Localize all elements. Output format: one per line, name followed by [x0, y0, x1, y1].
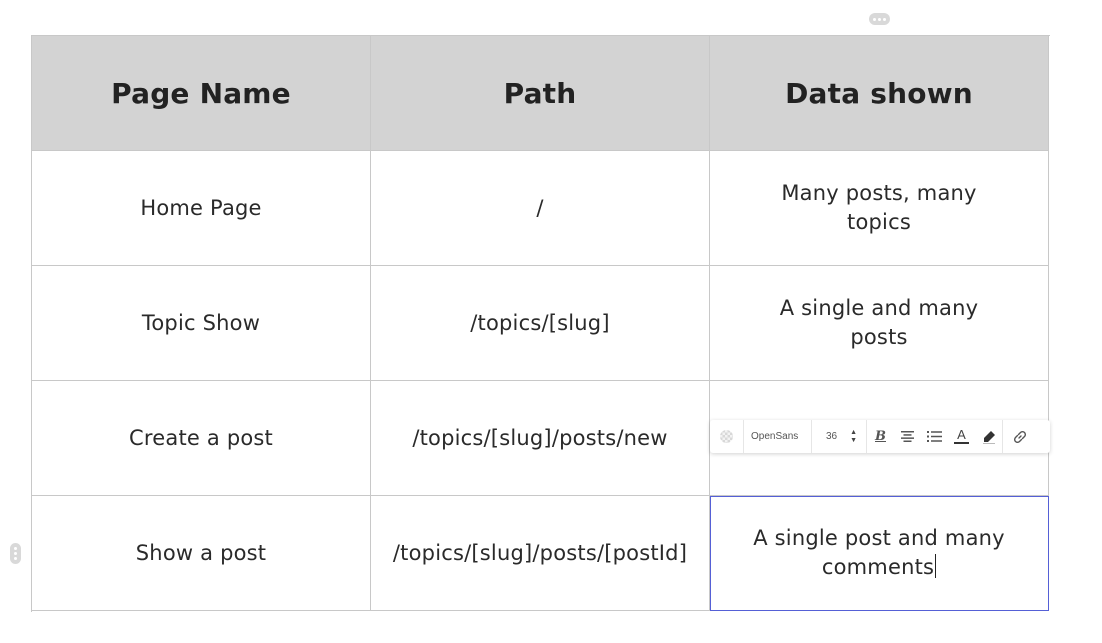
dot-icon — [883, 17, 886, 21]
toolbar-divider — [866, 420, 867, 453]
bold-button[interactable]: B — [867, 420, 894, 453]
highlight-icon — [982, 430, 995, 444]
format-toolbar: OpenSans 36 ▲▼ B A — [710, 420, 1050, 453]
table-cell[interactable]: Topic Show — [32, 266, 371, 381]
align-center-icon — [901, 431, 914, 442]
table-cell[interactable]: Home Page — [32, 151, 371, 266]
header-page-name[interactable]: Page Name — [32, 36, 371, 151]
cell-color-icon — [720, 430, 733, 443]
list-button[interactable] — [921, 420, 948, 453]
text-caret — [935, 554, 937, 578]
dot-icon — [14, 547, 17, 550]
link-button[interactable] — [1003, 420, 1036, 453]
text-color-button[interactable]: A — [948, 420, 975, 453]
table-cell[interactable]: Many posts, many topics — [710, 151, 1049, 266]
table-cell[interactable]: / — [371, 151, 710, 266]
pages-table: Page Name Path Data shown Home Page / Ma… — [31, 35, 1050, 612]
table-cell[interactable]: A single and many posts — [710, 266, 1049, 381]
cell-text: A single post and many comments — [750, 524, 1008, 582]
cell-text-content: A single post and many comments — [753, 526, 1005, 579]
text-color-icon: A — [954, 427, 969, 444]
highlight-button[interactable] — [975, 420, 1002, 453]
dot-icon — [14, 552, 17, 555]
bold-icon: B — [875, 429, 886, 444]
table-cell[interactable]: /topics/[slug]/posts/new — [371, 381, 710, 496]
stepper-arrows-icon[interactable]: ▲▼ — [850, 428, 858, 444]
table-cell[interactable]: /topics/[slug]/posts/[postId] — [371, 496, 710, 611]
header-path[interactable]: Path — [371, 36, 710, 151]
font-family-select[interactable]: OpenSans — [751, 431, 799, 442]
dot-icon — [873, 17, 876, 21]
table-cell[interactable]: /topics/[slug] — [371, 266, 710, 381]
header-data-shown[interactable]: Data shown — [710, 36, 1049, 151]
font-size-value: 36 — [826, 431, 838, 442]
list-icon — [927, 431, 942, 442]
table-options-handle[interactable] — [869, 13, 890, 25]
link-icon — [1013, 430, 1026, 443]
dot-icon — [878, 17, 881, 21]
text-color-label: A — [957, 427, 966, 442]
dot-icon — [14, 557, 17, 560]
toolbar-divider — [743, 420, 744, 453]
toolbar-divider — [811, 420, 812, 453]
selected-table-cell[interactable]: A single post and many comments — [710, 496, 1049, 611]
table-cell[interactable]: Show a post — [32, 496, 371, 611]
cell-color-button[interactable] — [710, 420, 743, 453]
toolbar-divider — [1002, 420, 1003, 453]
font-size-stepper[interactable]: 36 ▲▼ — [812, 420, 866, 453]
align-center-button[interactable] — [894, 420, 921, 453]
row-drag-handle[interactable] — [10, 543, 21, 564]
table-cell[interactable]: Create a post — [32, 381, 371, 496]
